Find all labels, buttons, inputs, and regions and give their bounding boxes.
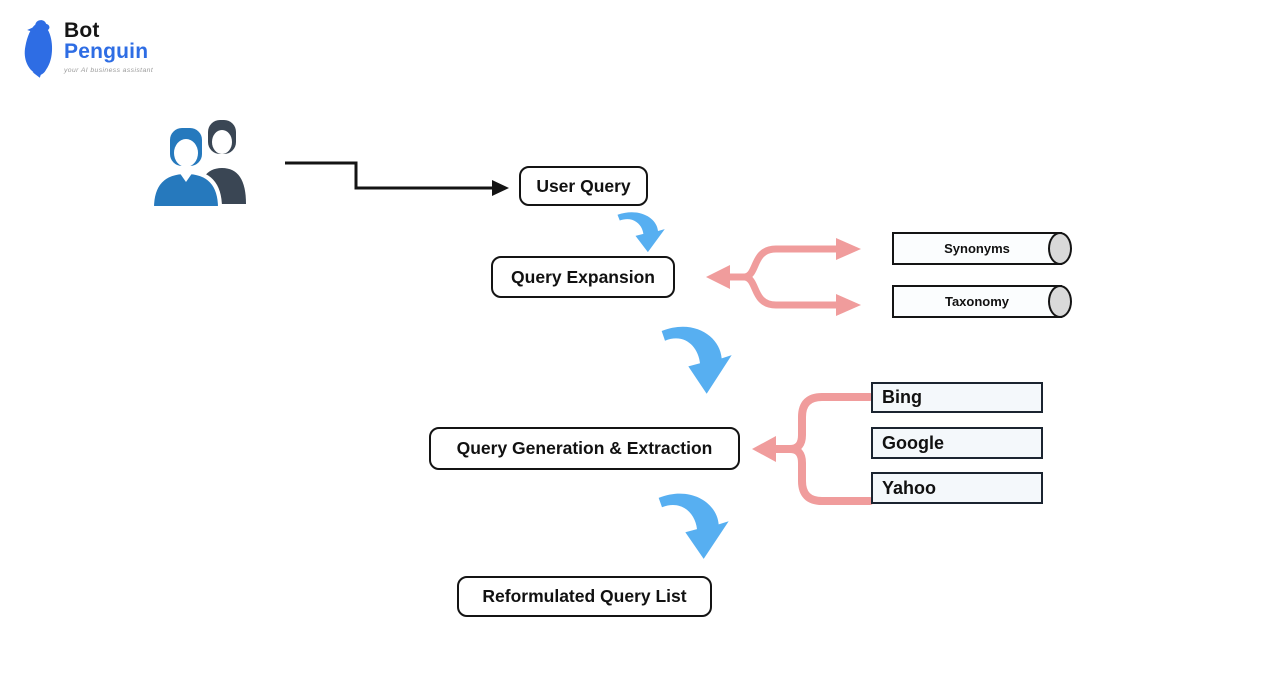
penguin-logo-icon: [24, 20, 53, 78]
generation-to-reformulated-arrow: [658, 493, 729, 559]
node-reformulated-label: Reformulated Query List: [482, 586, 687, 606]
node-google: Google: [871, 427, 1043, 459]
cylinder-cap: [1048, 285, 1072, 318]
logo-text-bot: Bot: [64, 19, 100, 42]
node-yahoo-label: Yahoo: [882, 477, 937, 498]
cylinder-synonyms-label: Synonyms: [944, 241, 1010, 256]
logo-text-penguin: Penguin: [64, 40, 149, 64]
cylinder-synonyms: Synonyms: [892, 232, 1072, 265]
users-to-user-query-arrow: [285, 161, 509, 196]
node-query-expansion: Query Expansion: [491, 256, 675, 298]
expansion-to-generation-arrow: [661, 326, 732, 394]
two-users-icon: [149, 120, 246, 210]
node-bing: Bing: [871, 382, 1043, 413]
cylinder-taxonomy: Taxonomy: [892, 285, 1072, 318]
cylinder-cap: [1048, 232, 1072, 265]
logo-tagline: your AI business assistant: [64, 66, 154, 74]
node-query-expansion-label: Query Expansion: [511, 266, 655, 287]
botpenguin-logo: Bot Penguin your AI business assistant: [20, 16, 153, 80]
node-query-generation-label: Query Generation & Extraction: [456, 438, 713, 458]
node-query-generation-extraction: Query Generation & Extraction: [429, 427, 740, 470]
expansion-sources-fork-arrow: [706, 238, 861, 316]
search-engines-fork-arrow: [752, 393, 874, 505]
node-yahoo: Yahoo: [871, 472, 1043, 504]
node-bing-label: Bing: [882, 387, 922, 407]
node-reformulated-query-list: Reformulated Query List: [457, 576, 712, 617]
node-user-query: User Query: [519, 166, 648, 206]
user-query-to-expansion-arrow: [617, 212, 665, 253]
cylinder-taxonomy-label: Taxonomy: [944, 294, 1010, 309]
node-google-label: Google: [882, 432, 944, 453]
node-user-query-label: User Query: [536, 175, 631, 196]
